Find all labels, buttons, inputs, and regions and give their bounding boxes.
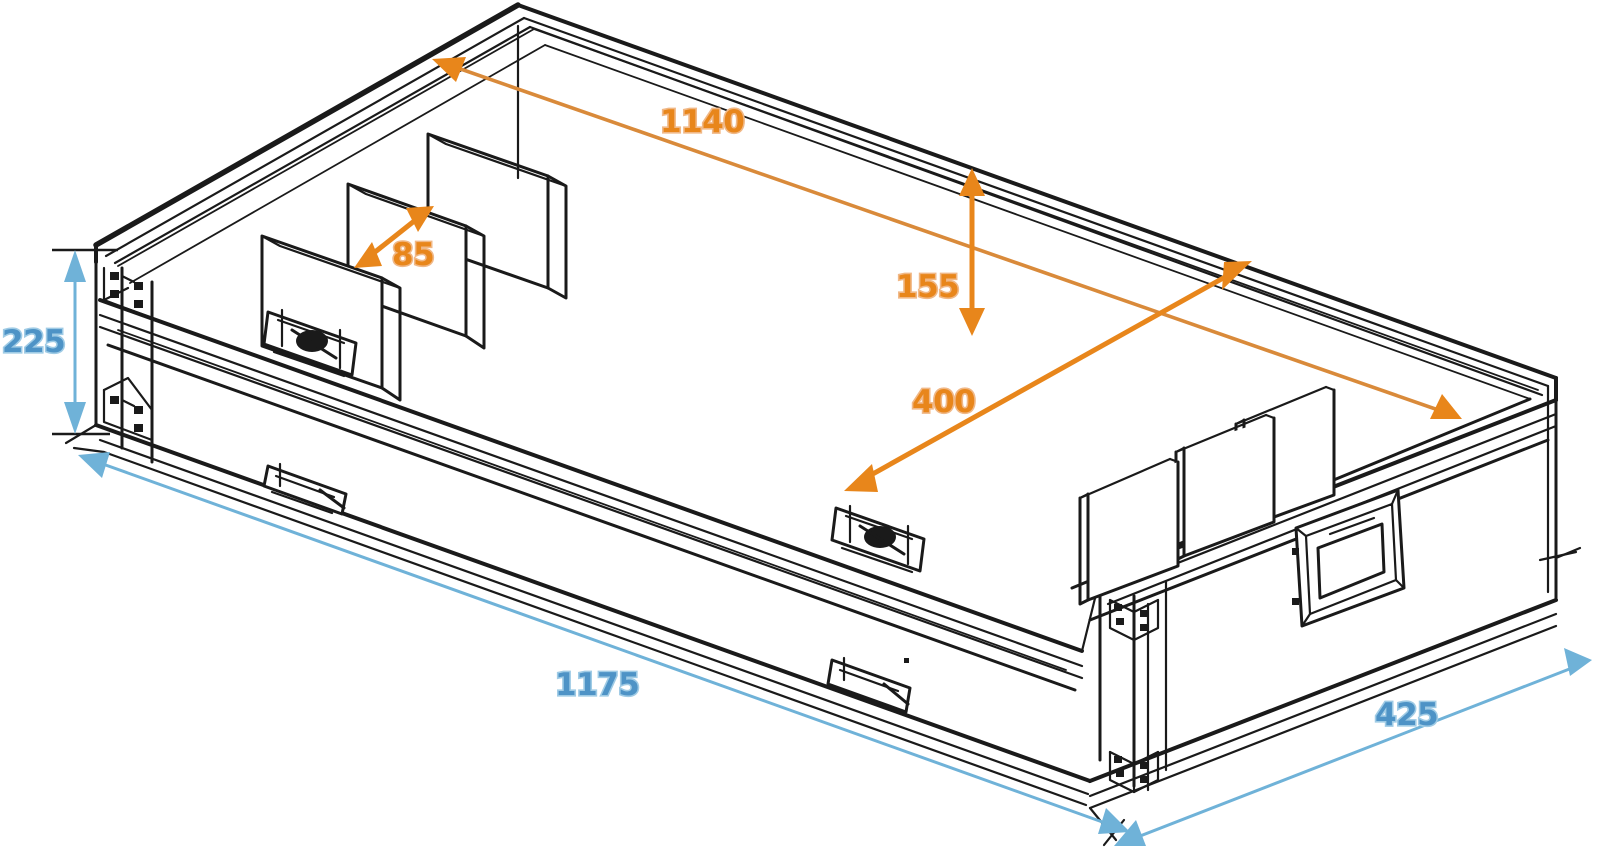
case-body (64, 2, 1582, 847)
bottom-corner-tail-left2 (72, 446, 106, 454)
dim-arrow-1140-right (1430, 394, 1462, 419)
dim-line-425 (1134, 666, 1573, 840)
butterfly-latch-front-mid (826, 656, 912, 714)
dim-line-85 (368, 216, 420, 258)
divider-group-right (1078, 385, 1336, 606)
dim-arrow-1175-left (78, 452, 110, 478)
rim-back-right-outer (516, 3, 1558, 380)
dim-label-400: 400 (912, 384, 975, 420)
interior-floor-far-left (129, 44, 546, 284)
ball-corner-left-bottom (102, 376, 154, 442)
dimension-depth-425: 425 (1114, 648, 1592, 846)
dim-arrow-425-right (1564, 648, 1592, 676)
dimension-length-1140: 1140 (432, 57, 1462, 419)
dim-arrow-1140-left (432, 57, 466, 82)
front-wall-rail-a (98, 298, 1084, 653)
dim-arrow-1175-right (1098, 808, 1130, 834)
recessed-spring-handle-right (1292, 488, 1406, 628)
hardware-corners (102, 266, 1160, 794)
front-wall-top-inner (106, 343, 1077, 692)
rim-back-left-outer (93, 2, 521, 248)
butterfly-latch-rear-mid (830, 504, 926, 574)
dimension-length-1175: 1175 (78, 452, 1130, 834)
dim-label-425: 425 (1375, 697, 1438, 733)
ball-corner-front-bottom (1108, 750, 1160, 794)
front-wall-bottom-rail-a (94, 423, 1092, 783)
right-wall-bottom-rail-b (1088, 612, 1558, 798)
dim-arrow-400-high (1222, 261, 1252, 290)
dim-label-155: 155 (896, 269, 959, 305)
dim-arrow-85-high (406, 206, 434, 232)
divider-panel-right-1 (1078, 457, 1180, 606)
dim-arrow-85-low (354, 242, 382, 268)
dim-line-1175 (99, 461, 1109, 826)
dim-line-400 (860, 269, 1236, 483)
dim-arrow-155-down (959, 308, 985, 336)
front-wall-bottom-rail-b (98, 438, 1090, 796)
dim-label-85: 85 (392, 237, 434, 273)
dim-arrow-425-left (1114, 820, 1146, 846)
dimension-divider-85: 85 (354, 206, 436, 275)
ball-corner-front-top (1108, 598, 1160, 642)
front-wall-rail-b (98, 313, 1084, 668)
rim-back-right-inner1 (522, 16, 1550, 388)
dim-arrow-225-down (64, 402, 86, 434)
bottom-corner-tail-right2 (1538, 550, 1578, 562)
interior-edge-back-right (533, 28, 1539, 391)
dim-arrow-225-up (64, 250, 86, 282)
rim-back-left-inner1 (104, 16, 526, 258)
interior-wall-base-left (117, 329, 1067, 671)
front-wall-bottom-rail-c (102, 450, 1088, 807)
dim-line-1140 (451, 64, 1445, 414)
dimension-depth-400: 400 (844, 261, 1252, 492)
butterfly-latch-rear-left (262, 308, 358, 378)
right-wall-bottom-rail-c (1088, 624, 1558, 810)
interior-floor-far-right (544, 44, 1531, 400)
hardware-latches (262, 308, 926, 714)
dim-label-1175: 1175 (555, 667, 639, 703)
ball-corner-left-top (102, 266, 154, 320)
dim-arrow-400-low (844, 464, 878, 492)
interior-edge-back-left (117, 28, 535, 267)
butterfly-latch-front-left (262, 462, 348, 516)
dim-label-1140: 1140 (660, 104, 744, 140)
dimension-height-155: 155 (894, 168, 985, 336)
dim-arrow-155-up (959, 168, 985, 196)
dim-label-225: 225 (2, 324, 65, 360)
right-wall-bottom-rail-a (1088, 598, 1558, 783)
dimension-height-225: 225 (0, 248, 118, 436)
front-wall-rail-c (98, 325, 1084, 680)
